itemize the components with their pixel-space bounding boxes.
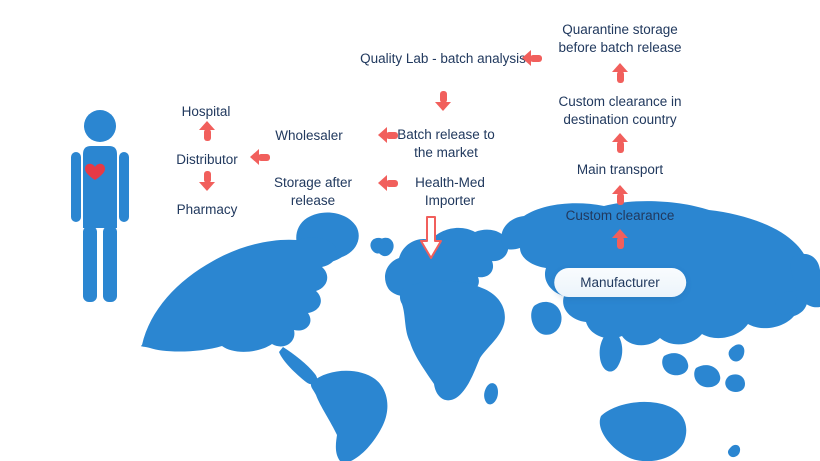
node-custom-clearance: Custom clearance: [565, 208, 675, 223]
hollow-arrow-down-icon: [420, 216, 442, 259]
person-head: [84, 110, 116, 142]
arrow-left-icon: [250, 149, 270, 165]
node-health-med-importer: Health-Med Importer: [415, 175, 485, 209]
node-hospital: Hospital: [181, 104, 231, 119]
island-uk: [376, 237, 394, 257]
asia-far-east: [790, 253, 820, 308]
heart-icon: [85, 163, 105, 180]
island-indonesia-3: [725, 374, 745, 392]
person-leg-right: [103, 226, 117, 302]
node-quarantine-storage: Quarantine storage before batch release: [558, 22, 682, 56]
arrow-left-icon: [378, 175, 398, 191]
node-wholesaler: Wholesaler: [275, 128, 343, 143]
arrow-down-icon: [199, 171, 215, 191]
arrow-left-icon: [378, 127, 398, 143]
island-indonesia-1: [662, 353, 689, 376]
manufacturer-badge: Manufacturer: [554, 268, 686, 297]
node-batch-release: Batch release to the market: [397, 127, 495, 161]
node-main-transport: Main transport: [576, 162, 664, 177]
continent-europe: [385, 227, 509, 299]
continent-south-america: [310, 370, 388, 461]
world-map-graphic: [140, 201, 820, 461]
node-pharmacy: Pharmacy: [176, 202, 238, 217]
arrow-up-icon: [612, 185, 628, 205]
continent-australia: [599, 401, 687, 461]
arrow-up-icon: [612, 229, 628, 249]
continent-africa: [399, 280, 505, 401]
continent-north-america: [140, 237, 338, 352]
node-custom-clearance-destination: Custom clearance in destination country: [558, 94, 682, 128]
node-distributor: Distributor: [176, 152, 238, 167]
arrow-left-icon: [522, 50, 542, 66]
person-arm-left: [71, 152, 81, 222]
arrow-down-icon: [435, 91, 451, 111]
arrow-up-icon: [199, 121, 215, 141]
node-storage-after-release: Storage after release: [273, 175, 353, 209]
island-japan: [775, 291, 797, 315]
island-philippines: [728, 344, 745, 362]
person-pictogram: [71, 110, 129, 302]
region-arabia: [531, 301, 562, 335]
arrow-up-icon: [612, 63, 628, 83]
person-leg-left: [83, 226, 97, 302]
person-arm-right: [119, 152, 129, 222]
person-torso: [83, 146, 117, 228]
island-new-zealand: [727, 444, 741, 458]
node-quality-lab: Quality Lab - batch analysis: [360, 51, 526, 66]
island-madagascar: [484, 383, 498, 405]
arrow-up-icon: [612, 133, 628, 153]
central-america: [279, 347, 318, 385]
region-india: [599, 328, 623, 372]
island-indonesia-2: [694, 365, 721, 388]
